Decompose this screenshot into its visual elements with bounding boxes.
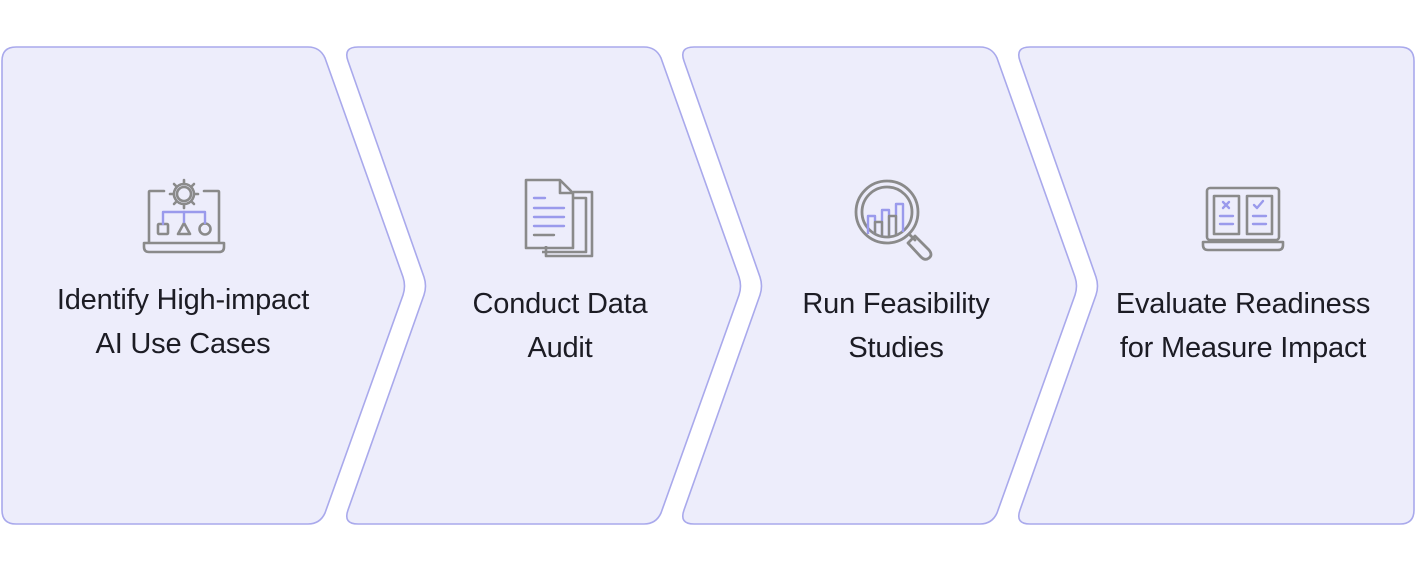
- step-label-line: Evaluate Readiness: [1115, 288, 1371, 320]
- step-label-line: Conduct Data: [472, 288, 648, 320]
- step-label-evaluate: Evaluate Readiness for Measure Impact: [1073, 282, 1413, 372]
- step-label-line: Run Feasibility: [802, 288, 990, 320]
- step-label-audit: Conduct Data Audit: [380, 282, 740, 372]
- step-shape-identify: [1, 46, 406, 525]
- laptop-checklist-icon: [1201, 186, 1285, 252]
- step-shape-audit: [345, 46, 742, 525]
- step-shape-evaluate: [1017, 46, 1415, 525]
- step-shape-feasibility: [681, 46, 1078, 525]
- step-label-line: Identify High-impact: [56, 284, 310, 316]
- step-label-feasibility: Run Feasibility Studies: [716, 282, 1076, 372]
- step-label-line: Audit: [527, 332, 593, 364]
- step-label-line: AI Use Cases: [95, 328, 271, 360]
- step-label-line: for Measure Impact: [1119, 332, 1367, 364]
- step-label-line: Studies: [848, 332, 944, 364]
- laptop-gear-shapes-icon: [142, 178, 226, 254]
- step-label-identify: Identify High-impact AI Use Cases: [2, 278, 364, 368]
- magnifier-chart-icon: [854, 179, 933, 261]
- documents-icon: [524, 178, 594, 258]
